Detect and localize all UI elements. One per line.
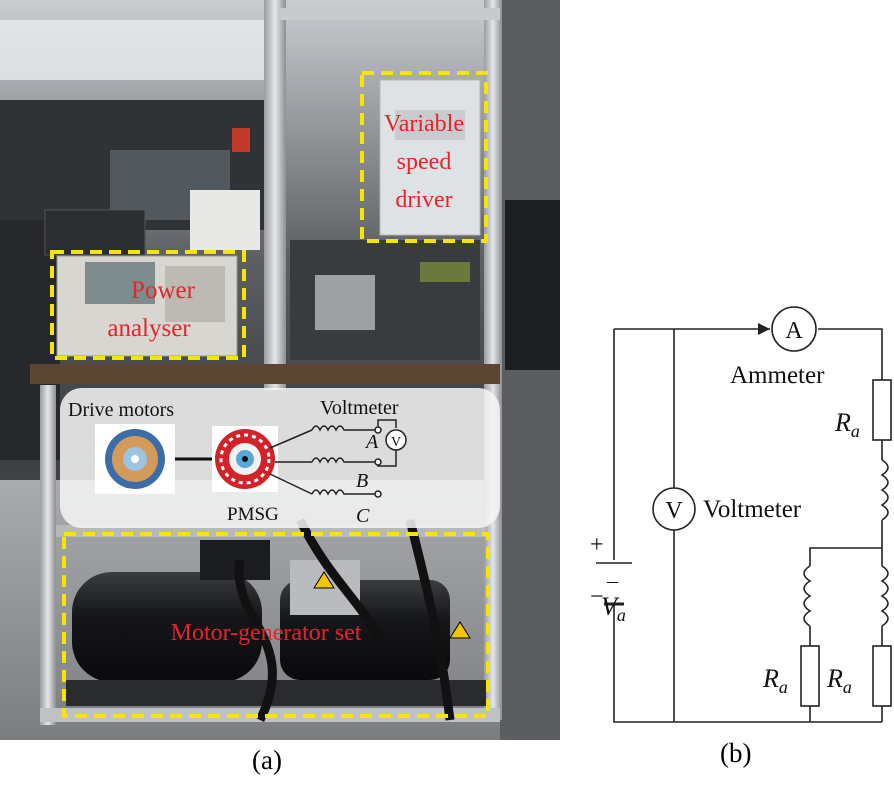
frame-post-left-upper xyxy=(264,0,286,390)
source-accent: ¯ xyxy=(606,579,619,604)
current-arrow xyxy=(758,323,770,335)
phase-b-label: B xyxy=(356,470,368,492)
wooden-shelf xyxy=(30,364,500,384)
driver-highlight-box xyxy=(360,71,488,243)
ammeter-symbol: A xyxy=(785,318,803,344)
source-label: Va xyxy=(601,592,626,625)
test-rig-photo: Variable speed driver Power analyser Mot… xyxy=(0,0,560,740)
inset-voltmeter-symbol: V xyxy=(391,435,401,450)
frame-top-bar xyxy=(280,8,500,20)
analyser-screen xyxy=(85,262,155,304)
driver-detail xyxy=(395,110,465,140)
warning-sticker-2 xyxy=(449,621,471,639)
analyser-keypad xyxy=(165,266,225,322)
inductor-top xyxy=(880,459,889,521)
drive-motors-label: Drive motors xyxy=(68,399,174,421)
inset-voltmeter-icon xyxy=(385,429,407,451)
oscilloscope xyxy=(44,209,146,256)
driver-cabinet xyxy=(379,79,481,236)
plus-sign: + xyxy=(590,532,604,558)
analyser-label-line2: analyser xyxy=(107,315,191,342)
right-cabinet xyxy=(505,200,560,370)
motor-generator-label: Motor-generator set xyxy=(171,620,362,646)
terminal-strip xyxy=(420,262,470,282)
three-phase-windings xyxy=(269,419,397,498)
resistor-left xyxy=(800,645,820,707)
warning-sticker xyxy=(313,571,335,589)
caption-b: (b) xyxy=(720,738,752,768)
resistor-right xyxy=(872,645,892,707)
drive-motor-icon xyxy=(95,424,175,494)
driver-label-line1: Variable xyxy=(384,111,464,137)
ammeter-icon xyxy=(771,306,817,352)
pmsg-icon xyxy=(212,426,278,492)
analyser-highlight-box xyxy=(50,250,246,360)
voltmeter-icon xyxy=(652,487,696,531)
pmsg-label: PMSG xyxy=(227,504,279,525)
heatsink xyxy=(315,275,375,330)
wire-left-bottom xyxy=(613,605,882,723)
ammeter-label: Ammeter xyxy=(730,362,825,389)
analyser-label-line1: Power xyxy=(131,277,196,304)
caption-a: (a) xyxy=(252,745,282,775)
white-machine xyxy=(190,190,260,250)
motor-body-left xyxy=(72,572,262,682)
ceiling-lights xyxy=(0,20,270,80)
resistor-right-label: Ra xyxy=(826,664,852,697)
red-switch xyxy=(232,128,250,152)
voltmeter-label: Voltmeter xyxy=(703,496,802,523)
inductor-right xyxy=(880,565,889,627)
motor-cables xyxy=(234,517,455,723)
inset-voltmeter-label: Voltmeter xyxy=(320,397,399,419)
voltmeter-symbol: V xyxy=(665,498,683,524)
driver-label-line2: speed xyxy=(397,149,452,175)
resistor-top xyxy=(872,379,892,441)
phase-c-label: C xyxy=(356,505,370,527)
frame-post-left-lower xyxy=(40,385,56,725)
motor-highlight-box xyxy=(62,532,490,718)
resistor-top-label: Ra xyxy=(834,408,860,441)
inductor-left xyxy=(803,565,812,627)
minus-sign: − xyxy=(590,584,604,610)
wire-split xyxy=(809,547,882,566)
driver-label-line3: driver xyxy=(395,187,452,213)
phase-a-label: A xyxy=(364,431,379,453)
resistor-left-label: Ra xyxy=(762,664,788,697)
wire-top-right xyxy=(818,328,883,380)
circuit-diagram: A Ammeter Ra V Voltmeter + − ¯ Va Ra Ra xyxy=(560,0,894,780)
